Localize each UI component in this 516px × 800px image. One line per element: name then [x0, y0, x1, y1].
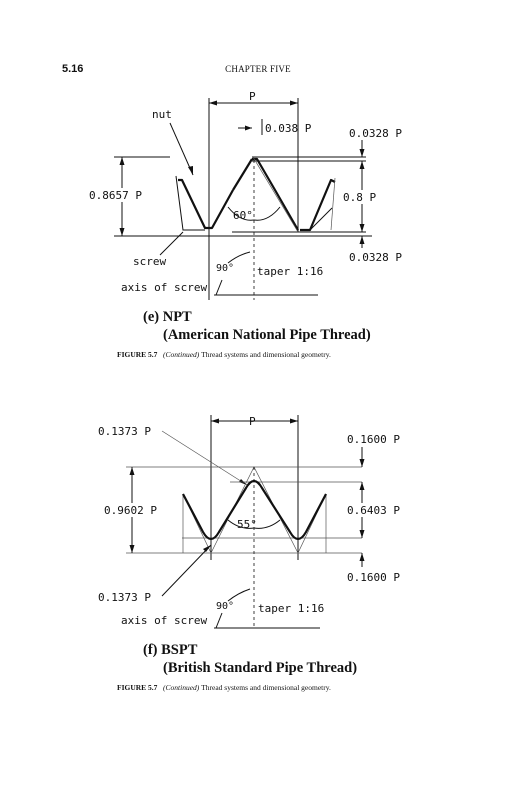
npt-pitch-label: P	[249, 90, 256, 103]
npt-total-height-label: 0.8657 P	[89, 189, 142, 202]
bspt-figure-caption: FIGURE 5.7 (Continued) Thread systems an…	[117, 683, 331, 692]
npt-crest-trunc-top-label: 0.0328 P	[349, 127, 402, 140]
npt-figure-caption: FIGURE 5.7 (Continued) Thread systems an…	[117, 350, 331, 359]
bspt-caption-continued: (Continued)	[163, 683, 200, 692]
bspt-axis-label: axis of screw	[121, 614, 207, 627]
npt-thread-diagram: P nut 0.038 P 60°	[88, 90, 402, 300]
npt-title: (e) NPT	[143, 309, 192, 325]
npt-screw-label: screw	[133, 255, 166, 268]
bspt-trunc-top-label: 0.1600 P	[347, 433, 400, 446]
npt-right-angle-label: 90°	[216, 263, 234, 274]
npt-subtitle: (American National Pipe Thread)	[163, 327, 371, 343]
npt-caption-label: FIGURE 5.7	[117, 350, 158, 359]
bspt-total-height-label: 0.9602 P	[104, 504, 157, 517]
bspt-trunc-bottom-label: 0.1600 P	[347, 571, 400, 584]
bspt-angle-label: 55°	[237, 518, 257, 531]
bspt-root-radius-top-label: 0.1373 P	[98, 425, 151, 438]
bspt-caption-text: Thread systems and dimensional geometry.	[201, 683, 331, 692]
npt-taper-label: taper 1:16	[257, 265, 323, 278]
bspt-root-radius-bottom-label: 0.1373 P	[98, 591, 151, 604]
bspt-taper-label: taper 1:16	[258, 602, 324, 615]
bspt-subtitle: (British Standard Pipe Thread)	[163, 660, 358, 676]
bspt-caption-label: FIGURE 5.7	[117, 683, 158, 692]
npt-nut-label: nut	[152, 108, 172, 121]
bspt-thread-diagram: P 0.1373 P 55° 0.9602 P 0.1600 P	[98, 415, 413, 629]
npt-caption-text: Thread systems and dimensional geometry.	[201, 350, 331, 359]
bspt-pitch-label: P	[249, 415, 256, 428]
page-number: 5.16	[62, 63, 84, 75]
chapter-header: CHAPTER FIVE	[225, 64, 291, 74]
bspt-right-angle-label: 90°	[216, 601, 234, 612]
npt-crest-trunc-bottom-label: 0.0328 P	[349, 251, 402, 264]
npt-thread-height-label: 0.8 P	[343, 191, 376, 204]
npt-caption-continued: (Continued)	[163, 350, 200, 359]
bspt-title: (f) BSPT	[143, 642, 198, 658]
npt-flat-width-label: 0.038 P	[265, 122, 312, 135]
npt-angle-label: 60°	[233, 209, 253, 222]
bspt-thread-height-label: 0.6403 P	[347, 504, 400, 517]
npt-axis-label: axis of screw	[121, 281, 207, 294]
